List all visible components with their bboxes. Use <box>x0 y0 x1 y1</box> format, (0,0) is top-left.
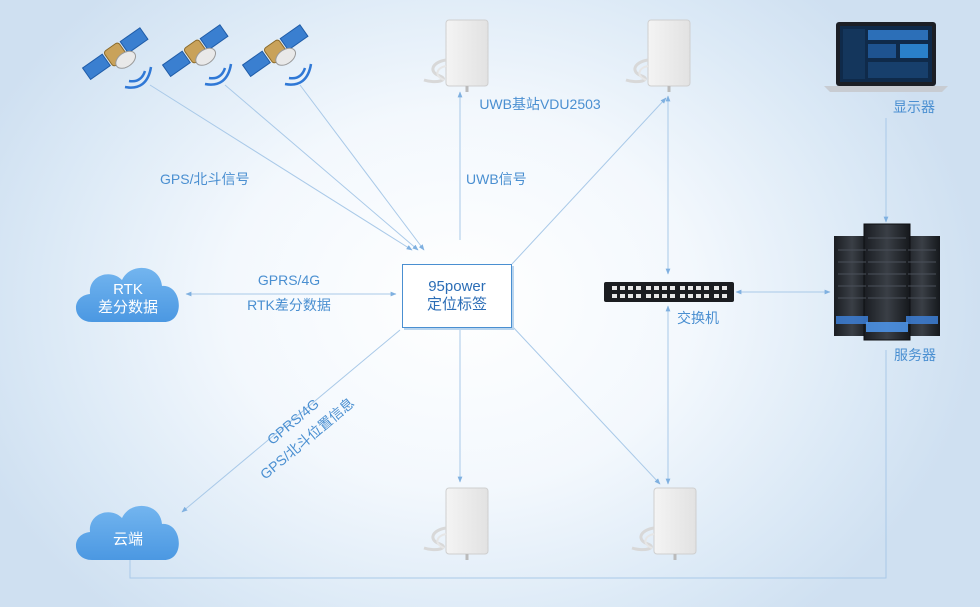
uwb-base-station-bottom-left <box>422 486 490 562</box>
cloud-end-icon: 云端 <box>75 505 179 560</box>
satellite-icon-2 <box>161 23 233 86</box>
connection-lines <box>129 84 889 579</box>
server-label: 服务器 <box>894 347 936 363</box>
cloud-end-label: 云端 <box>113 531 143 548</box>
switch-icon <box>604 282 734 302</box>
uwb-base-station-top-left <box>422 18 490 94</box>
tag-name: 95power <box>428 278 486 295</box>
monitor-icon <box>824 22 948 92</box>
gprs-label: GPRS/4G <box>257 272 321 288</box>
rtk-data-label: RTK差分数据 <box>247 297 331 313</box>
server-icon <box>834 223 940 341</box>
uwb-station-label: UWB基站VDU2503 <box>479 96 601 112</box>
tag-subtitle: 定位标签 <box>426 296 487 313</box>
uwb-base-station-top-right <box>624 18 692 94</box>
satellite-icon-3 <box>241 23 313 86</box>
uwb-base-station-bottom-right <box>630 486 698 562</box>
cloud-rtk-line1: RTK <box>113 281 143 298</box>
satellite-icon-1 <box>81 26 153 89</box>
switch-label: 交换机 <box>677 310 719 326</box>
cloud-rtk-line2: 差分数据 <box>98 299 158 316</box>
positioning-tag: 95power 定位标签 <box>402 264 512 328</box>
gps-signal-label: GPS/北斗信号 <box>160 171 250 187</box>
uwb-signal-label: UWB信号 <box>466 171 527 187</box>
cloud-rtk-icon: RTK 差分数据 <box>75 267 179 322</box>
monitor-label: 显示器 <box>893 99 935 115</box>
